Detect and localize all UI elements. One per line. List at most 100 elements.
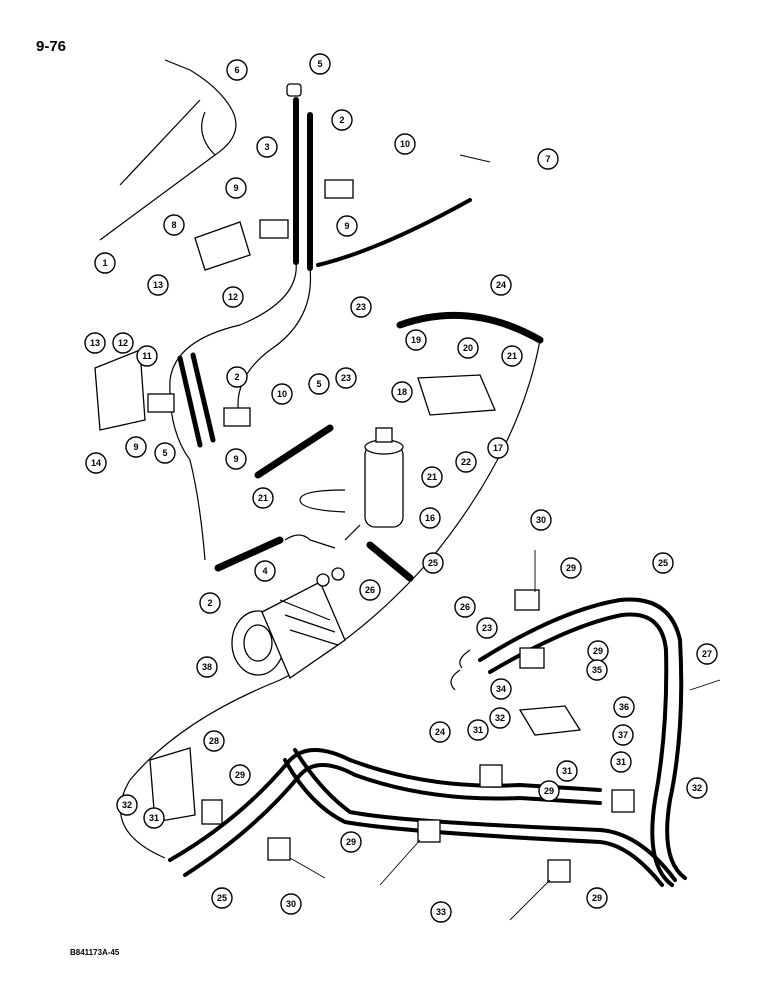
callout-4: 4 — [254, 560, 276, 582]
callout-21: 21 — [421, 466, 443, 488]
callout-number: 23 — [341, 373, 351, 383]
frame-tube-drawing — [99, 59, 237, 241]
callout-25: 25 — [422, 552, 444, 574]
callout-number: 30 — [286, 899, 296, 909]
callout-number: 9 — [344, 221, 349, 231]
callout-number: 2 — [207, 598, 212, 608]
callout-3: 3 — [256, 136, 278, 158]
callout-number: 28 — [209, 736, 219, 746]
clamp-icon — [223, 407, 251, 427]
brackets-drawing — [94, 179, 582, 823]
reference-code: B841173A-45 — [70, 948, 120, 957]
callout-number: 31 — [149, 813, 159, 823]
callout-38: 38 — [196, 656, 218, 678]
callout-14: 14 — [85, 452, 107, 474]
callout-number: 29 — [235, 770, 245, 780]
callout-29: 29 — [587, 640, 609, 662]
callout-20: 20 — [457, 337, 479, 359]
callout-27: 27 — [696, 643, 718, 665]
callout-16: 16 — [419, 507, 441, 529]
callout-30: 30 — [530, 509, 552, 531]
callout-number: 26 — [460, 602, 470, 612]
callout-number: 32 — [122, 800, 132, 810]
callout-number: 23 — [356, 302, 366, 312]
callout-number: 32 — [495, 713, 505, 723]
bracket-17-icon — [417, 374, 496, 416]
callout-29: 29 — [586, 887, 608, 909]
bracket-28-icon — [149, 747, 196, 823]
callout-29: 29 — [538, 780, 560, 802]
callout-25: 25 — [211, 887, 233, 909]
callout-29: 29 — [560, 557, 582, 579]
callout-group: 1222345556789999101011121213131416171819… — [84, 53, 718, 923]
callout-31: 31 — [610, 751, 632, 773]
callout-number: 12 — [118, 338, 128, 348]
callout-number: 19 — [411, 335, 421, 345]
callout-number: 1 — [102, 258, 107, 268]
callout-number: 2 — [339, 115, 344, 125]
upper-hoses-drawing — [169, 83, 472, 561]
callout-number: 35 — [592, 665, 602, 675]
callout-12: 12 — [112, 332, 134, 354]
callout-17: 17 — [487, 437, 509, 459]
callout-number: 24 — [435, 727, 445, 737]
callout-9: 9 — [225, 448, 247, 470]
callout-number: 5 — [316, 379, 321, 389]
callout-11: 11 — [136, 345, 158, 367]
bracket-14-icon — [94, 349, 146, 431]
callout-number: 6 — [234, 65, 239, 75]
callout-30: 30 — [280, 893, 302, 915]
callout-number: 25 — [217, 893, 227, 903]
callout-number: 14 — [91, 458, 101, 468]
callout-13: 13 — [84, 332, 106, 354]
callout-13: 13 — [147, 274, 169, 296]
callout-number: 10 — [400, 139, 410, 149]
callout-number: 13 — [153, 280, 163, 290]
callout-6: 6 — [226, 59, 248, 81]
callout-32: 32 — [686, 777, 708, 799]
callout-24: 24 — [429, 721, 451, 743]
callout-35: 35 — [586, 659, 608, 681]
callout-9: 9 — [336, 215, 358, 237]
callout-number: 5 — [317, 59, 322, 69]
callout-number: 23 — [482, 623, 492, 633]
callout-number: 31 — [616, 757, 626, 767]
callout-number: 21 — [258, 493, 268, 503]
callout-29: 29 — [340, 831, 362, 853]
upper-fitting-icon — [286, 83, 302, 97]
callout-number: 2 — [234, 372, 239, 382]
bracket-8-icon — [194, 221, 251, 271]
callout-number: 29 — [544, 786, 554, 796]
callout-number: 7 — [545, 154, 550, 164]
callout-number: 9 — [133, 442, 138, 452]
callout-number: 33 — [436, 907, 446, 917]
callout-number: 29 — [593, 646, 603, 656]
receiver-drier-icon — [364, 427, 404, 528]
callout-10: 10 — [394, 133, 416, 155]
callout-23: 23 — [476, 617, 498, 639]
callout-number: 34 — [496, 684, 506, 694]
callout-number: 24 — [496, 280, 506, 290]
callout-23: 23 — [350, 296, 372, 318]
clamp-icon — [514, 589, 540, 611]
callout-number: 4 — [262, 566, 267, 576]
callout-21: 21 — [252, 487, 274, 509]
callout-2: 2 — [199, 592, 221, 614]
callout-number: 25 — [658, 558, 668, 568]
callout-26: 26 — [454, 596, 476, 618]
callout-number: 25 — [428, 558, 438, 568]
callout-5: 5 — [154, 442, 176, 464]
clamp-icon — [147, 393, 175, 413]
callout-number: 12 — [228, 292, 238, 302]
callout-12: 12 — [222, 286, 244, 308]
callout-5: 5 — [309, 53, 331, 75]
callout-31: 31 — [556, 760, 578, 782]
callout-32: 32 — [116, 794, 138, 816]
callout-7: 7 — [537, 148, 559, 170]
callout-36: 36 — [613, 696, 635, 718]
callout-number: 29 — [566, 563, 576, 573]
callout-number: 21 — [427, 472, 437, 482]
callout-number: 29 — [592, 893, 602, 903]
callout-23: 23 — [335, 367, 357, 389]
